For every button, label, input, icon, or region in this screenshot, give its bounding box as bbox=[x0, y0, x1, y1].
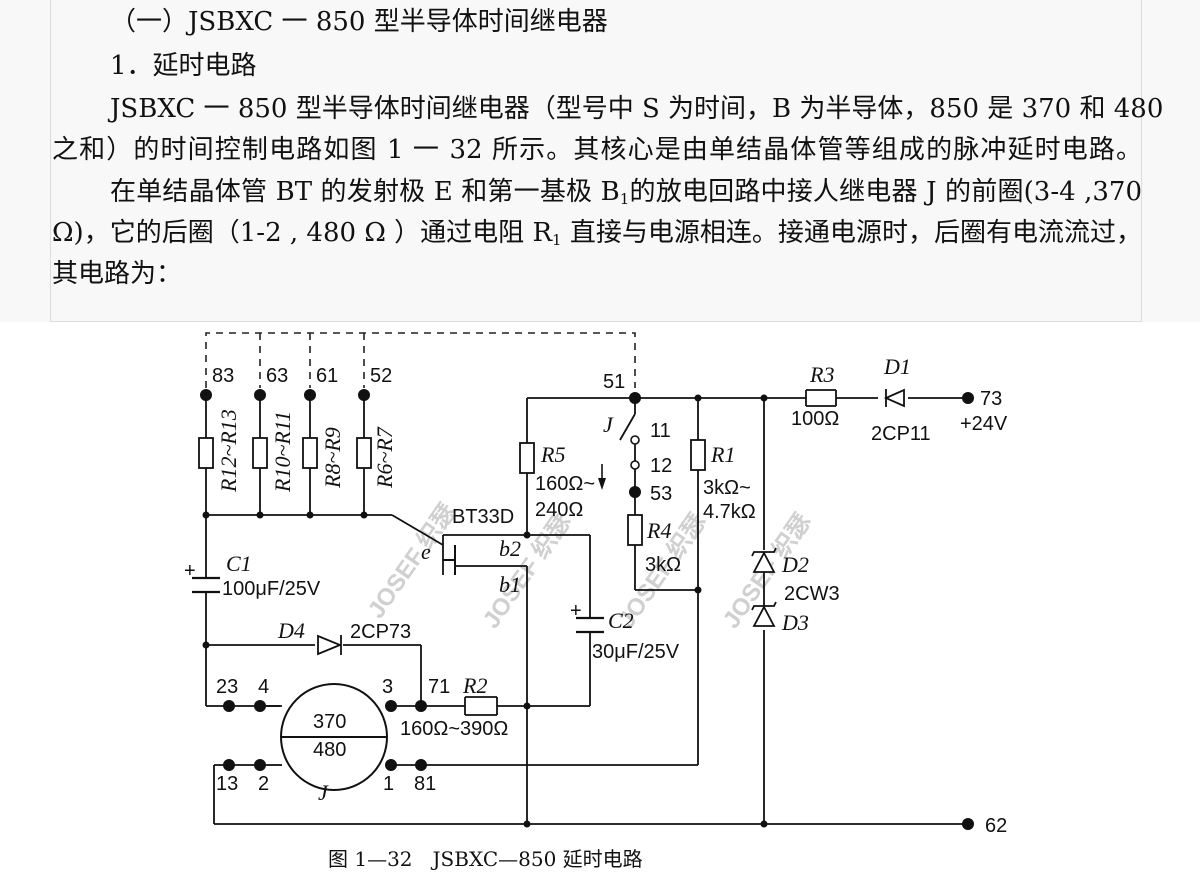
switch-j bbox=[630, 435, 640, 470]
t-2: 2 bbox=[258, 773, 269, 795]
lbl-r4: R4 bbox=[646, 518, 671, 543]
t-23: 23 bbox=[216, 676, 238, 698]
lbl-b2: b2 bbox=[499, 536, 521, 561]
lbl-relay-j: J bbox=[318, 780, 329, 805]
lbl-b1: b1 bbox=[499, 572, 521, 597]
c2-capacitor bbox=[576, 616, 604, 634]
frame-left-border bbox=[50, 0, 51, 322]
t-81: 81 bbox=[414, 773, 436, 795]
t-62: 62 bbox=[985, 815, 1007, 837]
lbl-r5-value-1: 160Ω~ bbox=[535, 473, 595, 495]
lbl-r3: R3 bbox=[809, 362, 834, 387]
t-51: 51 bbox=[603, 371, 625, 393]
t-11: 11 bbox=[650, 420, 671, 442]
lbl-r10-r11: R10~R11 bbox=[270, 411, 295, 493]
lbl-c2: C2 bbox=[608, 608, 634, 633]
t-73: 73 bbox=[980, 388, 1002, 410]
c1-capacitor bbox=[192, 576, 220, 594]
lbl-d4: D4 bbox=[277, 618, 305, 643]
r13-resistor bbox=[198, 437, 214, 469]
p2-line2-b: 直接与电源相连。接通电源时，后圈有电流流过， bbox=[561, 218, 1143, 248]
frame-right-border bbox=[1141, 0, 1142, 322]
diagram-labels: 83 63 61 52 51 11 12 53 73 23 4 3 71 13 … bbox=[184, 354, 1008, 837]
relay-j bbox=[280, 683, 388, 791]
t-53: 53 bbox=[650, 483, 672, 505]
lbl-r6-r7: R6~R7 bbox=[372, 426, 397, 489]
lbl-r4-value: 3kΩ bbox=[645, 554, 681, 576]
t-1: 1 bbox=[383, 773, 394, 795]
paragraph2-line3: 其电路为： bbox=[52, 259, 183, 289]
t-3: 3 bbox=[382, 676, 393, 698]
c2-plus: + bbox=[570, 600, 582, 622]
r1-resistor bbox=[690, 439, 706, 471]
arrow-icon bbox=[598, 478, 606, 490]
subsection-heading: 1．延时电路 bbox=[110, 51, 257, 81]
lbl-c1: C1 bbox=[226, 551, 252, 576]
lbl-d3: D3 bbox=[781, 610, 809, 635]
t-4: 4 bbox=[258, 676, 269, 698]
r7-resistor bbox=[356, 437, 372, 469]
lbl-c2-value: 30μF/25V bbox=[592, 641, 680, 663]
p2-line2-a: Ω)，它的后圈（1-2 , 480 Ω ）通过电阻 R bbox=[52, 218, 553, 248]
t-63: 63 bbox=[266, 365, 288, 387]
lbl-r1: R1 bbox=[710, 442, 735, 467]
lbl-switch-j: J bbox=[603, 412, 614, 437]
d4-diode bbox=[317, 634, 343, 656]
lbl-r1-value-2: 4.7kΩ bbox=[703, 501, 756, 523]
lbl-r2-value: 160Ω~390Ω bbox=[400, 718, 508, 740]
lbl-r3-value: 100Ω bbox=[791, 408, 839, 430]
p2-line1-sub: 1 bbox=[619, 190, 630, 208]
wires bbox=[205, 389, 968, 825]
p2-line1-a: 在单结晶体管 BT 的发射极 E 和第一基极 B bbox=[110, 177, 620, 207]
c1-plus: + bbox=[184, 560, 196, 582]
figure-caption: 图 1—32 JSBXC—850 延时电路 bbox=[328, 847, 643, 871]
lbl-d2: D2 bbox=[781, 552, 809, 577]
p2-line1-b: 的放电回路中接人继电器 J 的前圈(3-4 ,370 bbox=[629, 177, 1143, 207]
t-83: 83 bbox=[212, 365, 234, 387]
d1-diode bbox=[883, 388, 905, 408]
t-12: 12 bbox=[650, 455, 672, 477]
t-71: 71 bbox=[428, 676, 450, 698]
lbl-r5: R5 bbox=[540, 442, 565, 467]
dashed-links bbox=[205, 332, 636, 388]
lbl-d1-type: 2CP11 bbox=[871, 423, 931, 445]
lbl-r12-r13: R12~R13 bbox=[216, 409, 241, 493]
lbl-d4-type: 2CP73 bbox=[350, 621, 411, 643]
r4-resistor bbox=[627, 514, 643, 546]
r9-resistor bbox=[302, 437, 318, 469]
lbl-d1: D1 bbox=[883, 354, 911, 379]
t-13: 13 bbox=[216, 773, 238, 795]
lbl-supply: +24V bbox=[960, 413, 1008, 435]
lbl-r8-r9: R8~R9 bbox=[320, 427, 345, 489]
t-61: 61 bbox=[316, 365, 338, 387]
t-52: 52 bbox=[370, 365, 392, 387]
paragraph2-line1: 在单结晶体管 BT 的发射极 E 和第一基极 B1的放电回路中接人继电器 J 的… bbox=[110, 174, 1142, 210]
p2-line2-sub: 1 bbox=[552, 231, 562, 249]
section-heading: （一）JSBXC 一 850 型半导体时间继电器 bbox=[110, 7, 608, 37]
paragraph1-line1: JSBXC 一 850 型半导体时间继电器（型号中 S 为时间，B 为半导体，8… bbox=[110, 94, 1164, 124]
r5-resistor bbox=[519, 442, 535, 474]
lbl-transistor: BT33D bbox=[452, 506, 514, 528]
lbl-coil-front: 370 bbox=[313, 711, 346, 733]
lbl-zener-type: 2CW3 bbox=[784, 583, 840, 605]
paragraph2-line2: Ω)，它的后圈（1-2 , 480 Ω ）通过电阻 R1 直接与电源相连。接通电… bbox=[52, 215, 1142, 251]
paragraph1-line2: 之和）的时间控制电路如图 1 一 32 所示。其核心是由单结晶体管等组成的脉冲延… bbox=[52, 135, 1142, 165]
lbl-r5-value-2: 240Ω bbox=[535, 499, 583, 521]
lbl-emitter: e bbox=[421, 539, 431, 564]
junction-dots bbox=[202, 394, 768, 828]
lbl-c1-value: 100μF/25V bbox=[222, 578, 321, 600]
r11-resistor bbox=[252, 437, 268, 469]
frame-bottom-border bbox=[50, 321, 1142, 322]
lbl-coil-rear: 480 bbox=[313, 739, 346, 761]
lbl-r2: R2 bbox=[462, 673, 487, 698]
terminal-dots bbox=[200, 389, 974, 830]
text-section bbox=[0, 0, 1200, 322]
lbl-r1-value-1: 3kΩ~ bbox=[703, 477, 751, 499]
bt33d-transistor bbox=[443, 545, 456, 575]
